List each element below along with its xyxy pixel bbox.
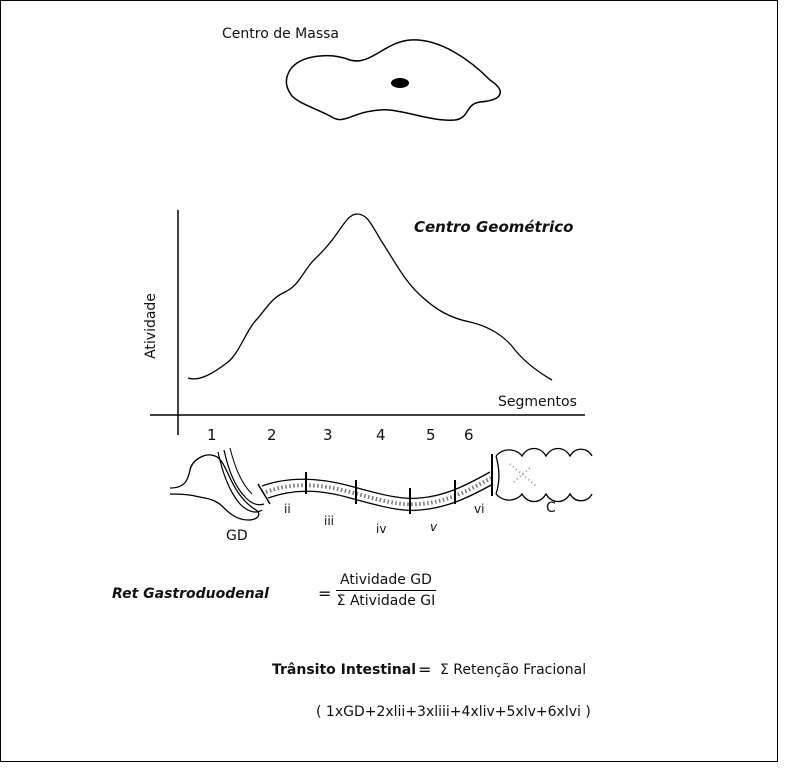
gut-label-vi: vi: [474, 502, 485, 516]
duodenum-curve: [217, 451, 263, 513]
stomach-outline: [169, 454, 260, 521]
mass-center-label: Centro de Massa: [222, 26, 339, 42]
segment-number: 4: [376, 426, 386, 444]
colon-outline: [495, 447, 593, 503]
mass-outline: [285, 39, 501, 121]
ret-formula-fraction: Atividade GD Σ Atividade GI: [336, 572, 436, 609]
gd-divider: [257, 483, 271, 505]
duodenum-curve-2: [223, 449, 265, 506]
activity-curve: [187, 213, 553, 381]
intestine-upper: [261, 471, 491, 500]
gut-label-iii: iii: [324, 514, 335, 528]
gut-label-gd: GD: [226, 528, 248, 544]
transit-formula-label: Trânsito Intestinal: [272, 662, 417, 678]
segment-number: 5: [426, 426, 436, 444]
ret-formula-label: Ret Gastroduodenal: [112, 586, 269, 602]
x-axis-label: Segmentos: [498, 394, 577, 410]
figure-frame: [0, 0, 778, 762]
ret-formula-equals: =: [318, 584, 332, 603]
duodenum-curve-3: [229, 447, 253, 495]
mass-center-dot: [391, 78, 409, 88]
segment-number: 3: [323, 426, 333, 444]
transit-formula-rhs: Σ Retenção Fracional: [440, 662, 587, 678]
y-axis-label: Atividade: [142, 293, 159, 359]
segment-number: 2: [267, 426, 277, 444]
segment-number: 1: [207, 426, 217, 444]
gut-label-iv: iv: [376, 522, 387, 536]
plot-title: Centro Geométrico: [414, 218, 574, 236]
gut-label-v: v: [430, 520, 438, 534]
transit-formula-expansion: ( 1xGD+2xlii+3xliii+4xliv+5xlv+6xlvi ): [316, 704, 591, 720]
segment-number: 6: [464, 426, 474, 444]
colon-dots: [509, 463, 537, 487]
transit-formula-equals: =: [418, 660, 432, 679]
ret-formula-numerator: Atividade GD: [336, 572, 436, 591]
gut-label-ii: ii: [284, 502, 291, 516]
ret-formula-denominator: Σ Atividade GI: [336, 593, 436, 609]
gut-label-c: C: [546, 500, 556, 516]
